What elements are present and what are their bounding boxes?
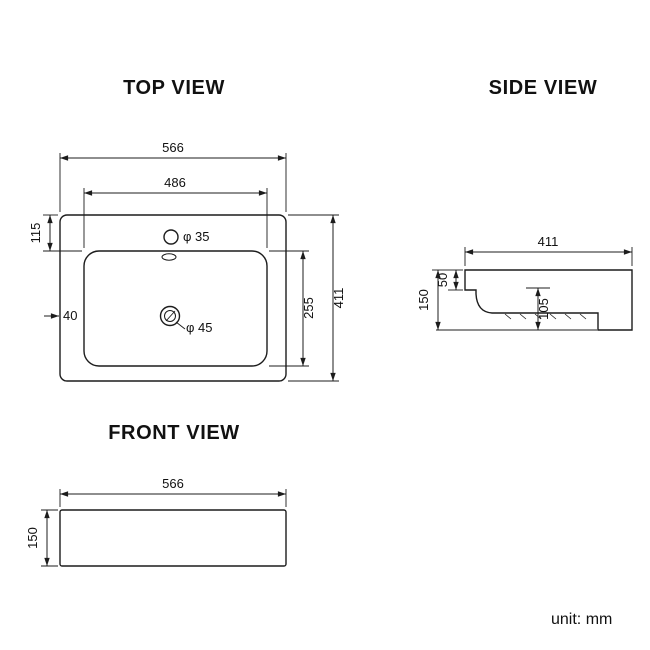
top-view: 566 486 115 40 255 [28,140,346,382]
hatch-tick [564,313,572,320]
side-dim-rim-height: 50 [435,269,463,291]
dim-label-255: 255 [301,297,316,319]
basin-inner-bowl-outline [83,250,268,367]
front-view: 566 150 [25,476,287,567]
dim-label-105: 105 [536,298,551,320]
dim-label-150-front: 150 [25,527,40,549]
side-dim-depth: 411 [464,234,633,266]
front-dim-width: 566 [59,476,287,507]
top-dim-outer-width: 566 [59,140,287,212]
top-dim-outer-depth: 411 [288,214,346,382]
top-dim-inner-width: 486 [83,175,268,248]
basin-outer-outline [59,214,287,382]
top-dim-rim-top-offset: 115 [28,214,82,252]
side-dim-bowl-depth: 105 [526,287,551,330]
dim-label-150-side: 150 [416,289,431,311]
top-dim-rim-left-offset: 40 [44,308,77,323]
dim-label-115: 115 [28,223,43,244]
dim-label-40: 40 [63,308,77,323]
side-dim-total-height: 150 [416,269,448,330]
drain-hole-label: φ 45 [186,320,213,335]
hatch-tick [519,313,527,320]
hatch-tick [579,313,587,320]
drain-hole-outer [159,305,181,327]
front-dim-height: 150 [25,509,58,567]
overflow-hole [161,253,177,261]
dim-label-486: 486 [164,175,186,190]
front-face-outline [59,509,287,567]
dim-label-411-top: 411 [331,288,346,309]
dim-label-50: 50 [435,273,450,287]
dim-label-411-side: 411 [538,234,559,249]
drain-leader-line [175,321,186,330]
dim-label-566-front: 566 [162,476,184,491]
drain-hole-slash [165,310,176,322]
drain-hole-inner [164,310,176,322]
faucet-hole [163,229,179,245]
side-view: 411 50 150 105 [416,234,633,331]
top-view-title: TOP VIEW [123,77,225,99]
side-profile-outline [464,269,633,331]
hatch-tick [504,313,512,320]
front-view-title: FRONT VIEW [108,422,240,444]
faucet-hole-label: φ 35 [183,229,210,244]
top-dim-inner-depth: 255 [269,250,316,367]
dim-label-566: 566 [162,140,184,155]
hatch-tick [549,313,557,320]
side-view-title: SIDE VIEW [489,77,598,99]
unit-label: unit: mm [551,611,612,628]
